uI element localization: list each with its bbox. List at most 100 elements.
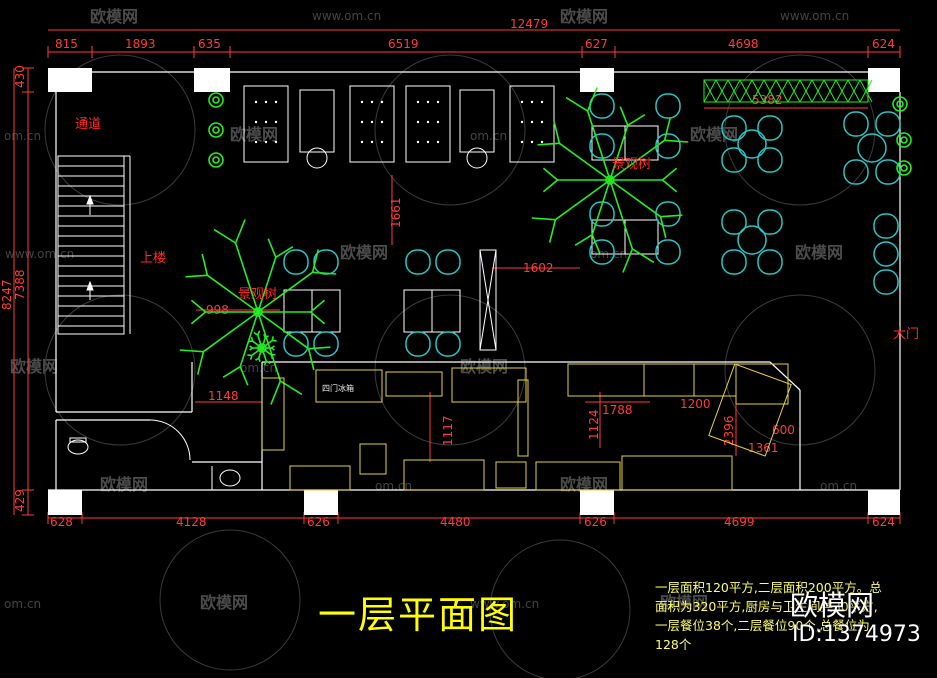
corridor-label: 通道	[75, 117, 101, 132]
branch	[660, 214, 683, 218]
dim-top-7: 624	[872, 37, 895, 51]
chair	[875, 159, 901, 185]
chair	[283, 249, 309, 275]
watermark-logo: 欧模网	[690, 125, 738, 144]
dim-bottom-6: 4699	[724, 515, 755, 529]
area-labels: 通道 上楼 景观树 景观树 大门	[75, 117, 919, 342]
drawing-title: 一层平面图	[318, 593, 519, 637]
booth-cushion-dot	[416, 100, 420, 104]
truss-member	[859, 79, 873, 103]
chair	[873, 213, 899, 239]
watermark-logo: 欧模网	[340, 243, 388, 262]
booth-cushion-dot	[254, 120, 258, 124]
branch	[249, 355, 253, 360]
chair	[875, 111, 901, 137]
branch	[586, 87, 598, 112]
branch	[537, 142, 560, 146]
booth-cushion-dot	[540, 120, 544, 124]
branch	[251, 347, 263, 357]
toilet	[67, 419, 241, 490]
branch	[257, 347, 263, 359]
truss-member	[763, 79, 777, 103]
branch	[663, 117, 672, 141]
branch	[261, 339, 273, 349]
potted-plant	[896, 132, 912, 148]
dim-left-2: 7388	[13, 269, 27, 300]
branch	[631, 248, 655, 264]
watermark-url: om.cn	[820, 479, 857, 493]
truss-member	[751, 79, 765, 103]
chair	[589, 133, 615, 159]
branch	[619, 106, 629, 126]
branch	[308, 346, 331, 350]
booth-cushion-dot	[370, 100, 374, 104]
booth-cushion-dot	[380, 140, 384, 144]
dim-1200: 1200	[680, 397, 711, 411]
branch	[553, 121, 561, 144]
potted-plant	[212, 126, 220, 134]
branch	[257, 334, 263, 349]
chair	[873, 269, 899, 295]
watermark-logo: 欧模网	[10, 357, 58, 376]
booth-cushion-dot	[436, 100, 440, 104]
watermark-url: www.om.cn	[780, 9, 849, 23]
branch	[179, 349, 204, 353]
branch	[239, 366, 249, 386]
facade-truss	[703, 79, 873, 103]
booth-cushion-dot	[540, 100, 544, 104]
dim-top-3: 635	[198, 37, 221, 51]
branch	[222, 366, 241, 378]
branch	[309, 299, 326, 313]
branch	[659, 216, 667, 239]
booth-cushion-dot	[540, 140, 544, 144]
truss-member	[775, 79, 789, 103]
branch	[311, 249, 320, 273]
branch	[664, 139, 689, 143]
chair	[843, 159, 869, 185]
potted-plant	[896, 160, 912, 176]
brand-logo: 欧模网	[790, 589, 875, 622]
dim-bottom-3: 626	[307, 515, 330, 529]
branch	[257, 311, 310, 350]
booth-cushion-dot	[264, 100, 268, 104]
watermark-url: om.cn	[240, 361, 277, 375]
dimension-lines	[13, 29, 901, 524]
dimension-texts: 815 1893 635 6519 627 4698 624 12479 628…	[0, 17, 895, 529]
chair	[757, 115, 783, 141]
wall-columns	[48, 68, 900, 515]
chair	[757, 249, 783, 275]
branch	[591, 179, 611, 235]
truss-member	[811, 79, 825, 103]
booth-cushion-dot	[264, 140, 268, 144]
chair	[435, 331, 461, 357]
truss-member	[715, 79, 729, 103]
branch	[312, 271, 337, 275]
booth-cushion-dot	[360, 120, 364, 124]
dim-bottom-1: 628	[50, 515, 73, 529]
watermark-logo: 欧模网	[230, 125, 278, 144]
branch	[257, 257, 277, 313]
booth-cushion-dot	[274, 120, 278, 124]
watermark-url: www.om.cn	[470, 597, 539, 611]
branch	[249, 347, 253, 351]
branch	[271, 345, 275, 349]
branch	[270, 380, 282, 405]
branch	[202, 311, 259, 353]
dim-1602: 1602	[523, 261, 554, 275]
watermark-logo: 欧模网	[560, 475, 608, 494]
branch	[206, 274, 259, 313]
branch	[252, 340, 263, 349]
branch	[196, 351, 205, 375]
booth-seating	[243, 85, 659, 351]
branch	[253, 331, 259, 336]
branch	[275, 246, 294, 258]
dim-bottom-7: 624	[872, 515, 895, 529]
scenery-tree-label: 景观树	[612, 157, 651, 172]
dim-left-total: 8247	[0, 279, 14, 310]
branch	[574, 234, 593, 246]
dim-top-5: 627	[585, 37, 608, 51]
dim-top-2: 1893	[125, 37, 156, 51]
watermark-url: om.cn	[4, 597, 41, 611]
truss-member	[727, 79, 741, 103]
